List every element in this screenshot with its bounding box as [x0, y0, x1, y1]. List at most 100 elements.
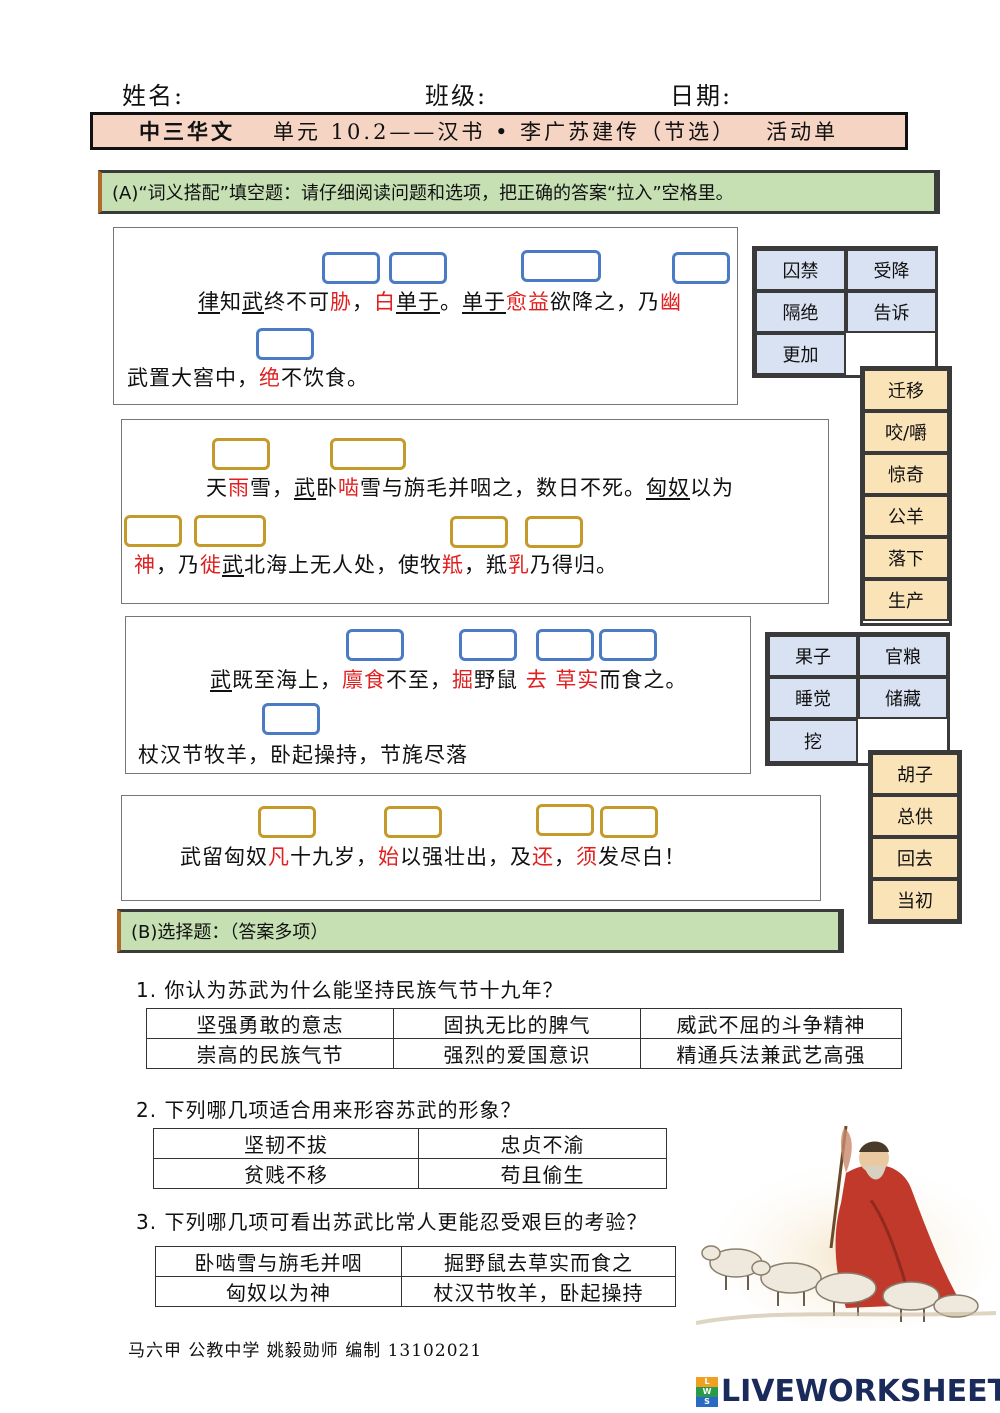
- word-bank-3: 果子 官粮 睡觉 储藏 挖: [765, 632, 950, 766]
- word: 不饮食。: [281, 366, 369, 390]
- word-option[interactable]: 睡觉: [768, 677, 858, 719]
- answer-slot[interactable]: [536, 804, 594, 836]
- word: 单于: [396, 290, 440, 314]
- answer-slot[interactable]: [672, 252, 730, 284]
- word-option[interactable]: 隔绝: [755, 291, 846, 333]
- word: 武: [242, 290, 264, 314]
- target-word: 廪食: [342, 668, 386, 692]
- word-option[interactable]: 咬/嚼: [863, 411, 949, 453]
- answer-slot[interactable]: [389, 252, 447, 284]
- option[interactable]: 固执无比的脾气: [393, 1008, 641, 1039]
- target-word: 胁: [330, 290, 352, 314]
- answer-slot[interactable]: [459, 629, 517, 661]
- option[interactable]: 苟且偷生: [418, 1158, 667, 1189]
- option[interactable]: 卧啮雪与旃毛并咽: [155, 1246, 402, 1277]
- passage-3-line-1: 武既至海上，廪食不至，掘野鼠 去 草实而食之。: [210, 664, 687, 694]
- answer-slot[interactable]: [450, 516, 508, 548]
- answer-slot[interactable]: [124, 515, 182, 547]
- option[interactable]: 坚强勇敢的意志: [146, 1008, 394, 1039]
- word: 律: [198, 290, 220, 314]
- option[interactable]: 掘野鼠去草实而食之: [401, 1246, 676, 1277]
- answer-slot[interactable]: [521, 250, 601, 282]
- answer-slot[interactable]: [258, 806, 316, 838]
- word-option[interactable]: 回去: [871, 837, 959, 879]
- word: 单于: [462, 290, 506, 314]
- word: 发尽白！: [598, 845, 686, 869]
- word-option[interactable]: 官粮: [858, 635, 948, 677]
- target-word: 须: [576, 845, 598, 869]
- target-word: 白: [374, 290, 396, 314]
- target-word: 还: [532, 845, 554, 869]
- word-option[interactable]: 落下: [863, 537, 949, 579]
- option[interactable]: 坚韧不拔: [153, 1128, 419, 1159]
- word: 十九岁，: [290, 845, 378, 869]
- date-label: 日期:: [670, 82, 733, 110]
- option[interactable]: 崇高的民族气节: [146, 1038, 394, 1069]
- word-option[interactable]: 更加: [755, 333, 846, 375]
- word-option[interactable]: 生产: [863, 579, 949, 621]
- option[interactable]: 威武不屈的斗争精神: [640, 1008, 902, 1039]
- word-option[interactable]: 囚禁: [755, 249, 846, 291]
- word-option[interactable]: 果子: [768, 635, 858, 677]
- target-word: 羝: [442, 553, 464, 577]
- word-option[interactable]: 受降: [846, 249, 937, 291]
- course-title: 中三华文: [139, 119, 235, 144]
- answer-slot[interactable]: [346, 629, 404, 661]
- word-option[interactable]: 储藏: [858, 677, 948, 719]
- word: 杖汉节牧羊，卧起操持，节旄尽落: [138, 743, 468, 767]
- unit-title: 单元 10.2——汉书 • 李广苏建传（节选）: [273, 120, 737, 144]
- word-option[interactable]: 总供: [871, 795, 959, 837]
- question-2-options: 坚韧不拔 忠贞不渝 贫贱不移 苟且偷生: [153, 1128, 667, 1189]
- option[interactable]: 忠贞不渝: [418, 1128, 667, 1159]
- target-word: 绝: [259, 366, 281, 390]
- word-option[interactable]: 迁移: [863, 369, 949, 411]
- answer-slot[interactable]: [194, 515, 266, 547]
- target-word: 草实: [555, 668, 600, 692]
- logo-badge: L W S: [696, 1376, 718, 1407]
- badge-letter: L: [696, 1376, 718, 1387]
- word: 雪，: [250, 476, 294, 500]
- answer-slot[interactable]: [600, 806, 658, 838]
- word: 而食之。: [599, 668, 688, 692]
- answer-slot[interactable]: [262, 703, 320, 735]
- answer-slot[interactable]: [322, 252, 380, 284]
- word: 知: [220, 290, 242, 314]
- word: 武: [222, 553, 244, 577]
- passage-1-line-2: 武置大窖中，绝不饮食。: [127, 362, 369, 392]
- answer-slot[interactable]: [330, 438, 406, 470]
- answer-slot[interactable]: [525, 516, 583, 548]
- word-option[interactable]: 惊奇: [863, 453, 949, 495]
- word: 终不可: [264, 290, 330, 314]
- word: 野鼠: [474, 668, 526, 692]
- target-word: 啮: [338, 476, 360, 500]
- word: 。: [440, 290, 462, 314]
- option[interactable]: 匈奴以为神: [155, 1276, 402, 1307]
- word-option[interactable]: 告诉: [846, 291, 937, 333]
- option[interactable]: 精通兵法兼武艺高强: [640, 1038, 902, 1069]
- target-word: 乳: [508, 553, 530, 577]
- answer-slot[interactable]: [256, 328, 314, 360]
- footer-credit: 马六甲 公教中学 姚毅勋师 编制 13102021: [128, 1341, 483, 1361]
- answer-slot[interactable]: [599, 629, 657, 661]
- word: 卧: [316, 476, 338, 500]
- passage-3: 武既至海上，廪食不至，掘野鼠 去 草实而食之。 杖汉节牧羊，卧起操持，节旄尽落: [125, 616, 751, 774]
- answer-slot[interactable]: [384, 806, 442, 838]
- word-option[interactable]: 公羊: [863, 495, 949, 537]
- word-option[interactable]: 挖: [768, 719, 858, 763]
- section-a-header: (A)“词义搭配”填空题：请仔细阅读问题和选项，把正确的答案“拉入”空格里。: [98, 170, 940, 214]
- option[interactable]: 杖汉节牧羊，卧起操持: [401, 1276, 676, 1307]
- passage-4: 武留匈奴凡十九岁，始以强壮出，及还，须发尽白！: [121, 795, 821, 901]
- liveworksheets-logo: L W S LIVEWORKSHEETS: [696, 1374, 1000, 1409]
- answer-slot[interactable]: [212, 438, 270, 470]
- target-word: 始: [378, 845, 400, 869]
- word-option[interactable]: 当初: [871, 879, 959, 921]
- option[interactable]: 贫贱不移: [153, 1158, 419, 1189]
- word: 匈奴: [646, 476, 690, 500]
- question-1: 1. 你认为苏武为什么能坚持民族气节十九年？: [136, 978, 564, 1002]
- option[interactable]: 强烈的爱国意识: [393, 1038, 641, 1069]
- question-1-options: 坚强勇敢的意志 固执无比的脾气 威武不屈的斗争精神 崇高的民族气节 强烈的爱国意…: [146, 1008, 902, 1069]
- answer-slot[interactable]: [536, 629, 594, 661]
- word: ，羝: [464, 553, 508, 577]
- word-option[interactable]: 胡子: [871, 753, 959, 795]
- word: 武留匈奴: [180, 845, 268, 869]
